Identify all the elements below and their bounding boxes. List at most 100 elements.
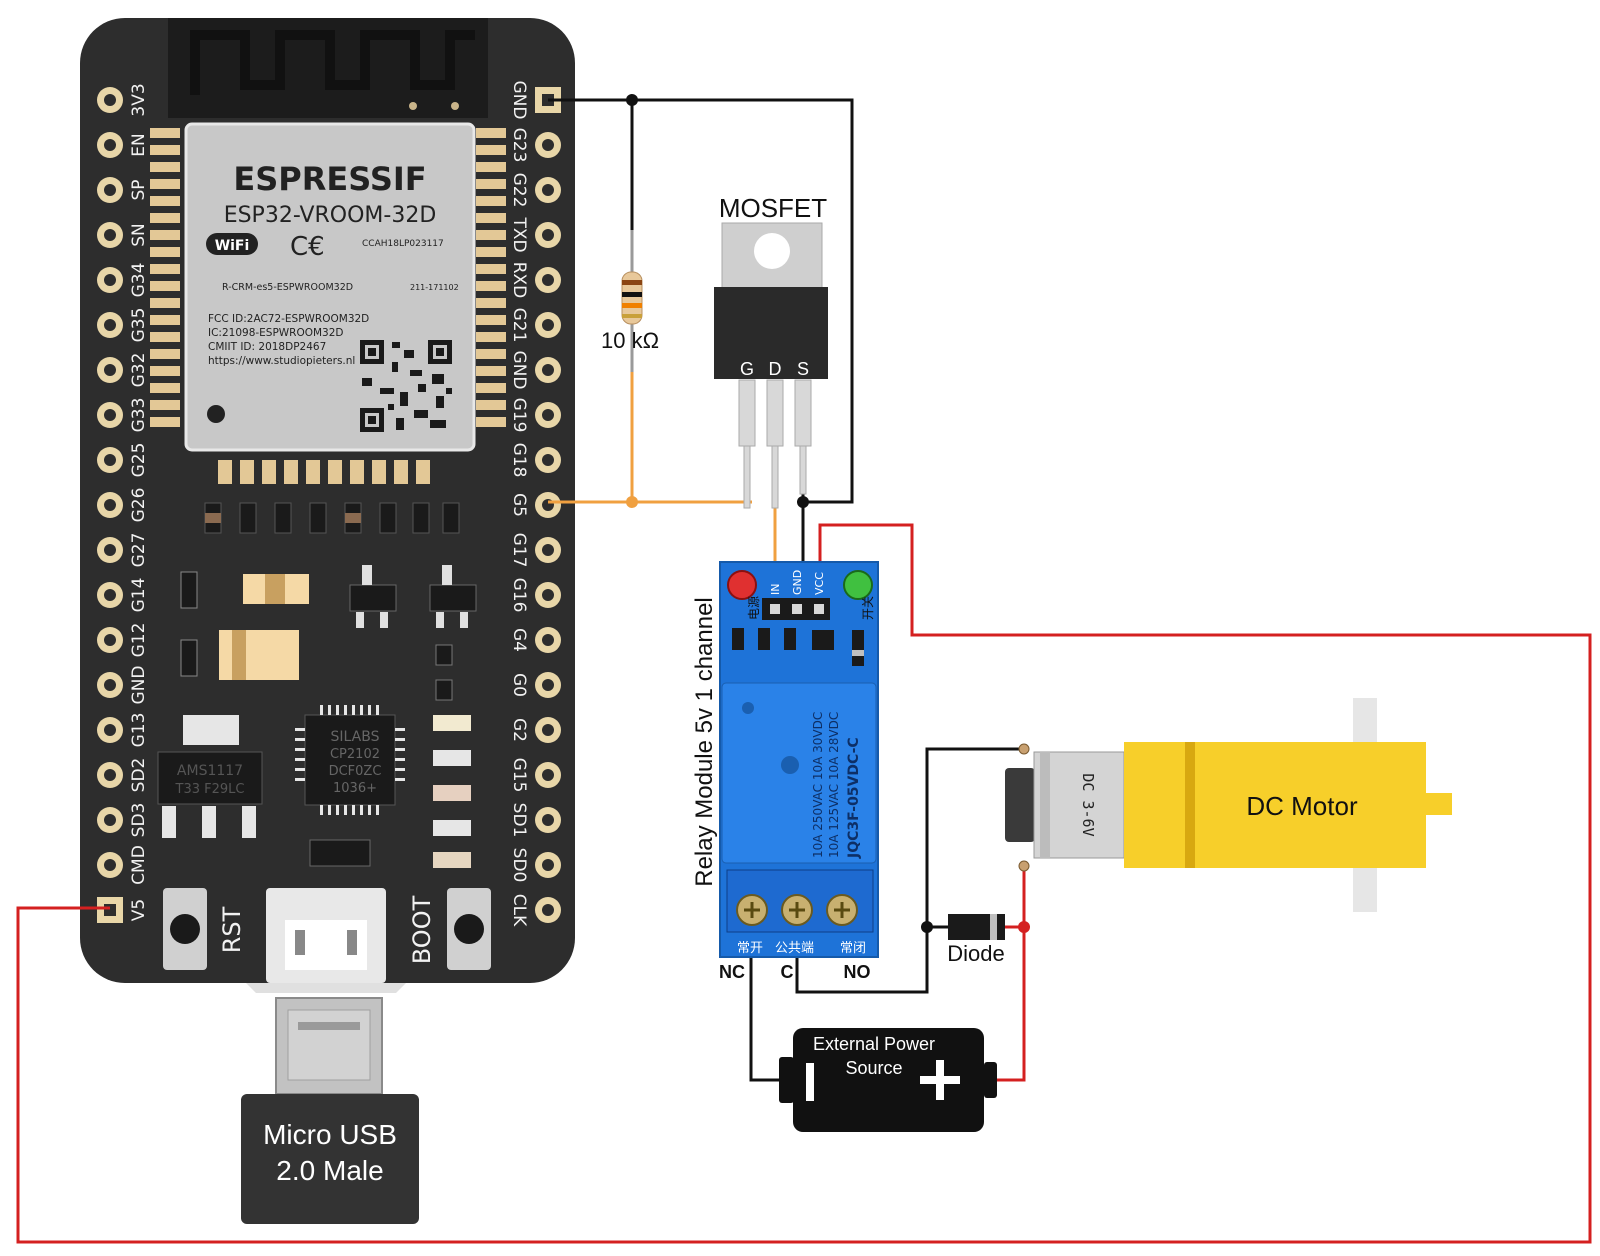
right-pin-g21[interactable] [535, 312, 561, 338]
left-pin-label: GND [129, 666, 149, 705]
right-pin-label: G19 [509, 398, 529, 433]
left-pin-v5[interactable] [97, 897, 123, 923]
right-pin-g19[interactable] [535, 402, 561, 428]
cert-code: CCAH18LP023117 [362, 239, 444, 249]
left-pin-cmd[interactable] [97, 852, 123, 878]
left-pin-3v3[interactable] [97, 87, 123, 113]
rcm-code: R-CRM-es5-ESPWROOM32D [222, 282, 353, 293]
right-pin-txd[interactable] [535, 222, 561, 248]
right-pin-label: G2 [509, 718, 529, 742]
left-pin-label: G14 [129, 578, 149, 613]
ce-mark: C€ [290, 232, 325, 262]
left-pin-label: G12 [129, 623, 149, 658]
right-pin-label: G4 [509, 628, 529, 652]
wire-relay-c-to-motor [795, 747, 1024, 994]
right-pin-g18[interactable] [535, 447, 561, 473]
relay-model: JQC3F-05VDC-C [846, 737, 862, 859]
ic-id: IC:21098-ESPWROOM32D [208, 327, 344, 339]
right-pin-sd1[interactable] [535, 807, 561, 833]
right-pin-label: GND [509, 81, 529, 120]
ldo-label: AMS1117 [177, 763, 243, 779]
resistor-10k: 10 kΩ [601, 230, 659, 372]
wire-motor-to-battery [996, 866, 1026, 1082]
right-pin-g15[interactable] [535, 762, 561, 788]
left-pin-g35[interactable] [97, 312, 123, 338]
left-pin-g32[interactable] [97, 357, 123, 383]
left-pin-label: G26 [129, 488, 149, 523]
relay-terminal-nc [736, 894, 768, 926]
relay-status-led [843, 570, 873, 600]
rst-label: RST [218, 906, 246, 953]
relay-spec2: 10A 125VAC 10A 28VDC [827, 712, 841, 858]
left-pin-label: SD2 [129, 758, 149, 793]
left-pin-label: V5 [129, 899, 149, 921]
left-pin-sn[interactable] [97, 222, 123, 248]
usb-chip-brand: SILABS [331, 729, 380, 745]
relay-pin-gnd: GND [791, 570, 804, 595]
left-pin-label: G35 [129, 308, 149, 343]
right-pin-clk[interactable] [535, 897, 561, 923]
right-pin-label: GND [509, 351, 529, 390]
relay-cn-power: 电源 [747, 596, 761, 620]
left-pin-g12[interactable] [97, 627, 123, 653]
left-pin-g34[interactable] [97, 267, 123, 293]
boot-button[interactable] [447, 888, 491, 970]
right-pin-g22[interactable] [535, 177, 561, 203]
right-pin-sd0[interactable] [535, 852, 561, 878]
right-pin-g23[interactable] [535, 132, 561, 158]
junction-dots [626, 94, 1030, 933]
left-pin-label: G13 [129, 713, 149, 748]
left-pin-gnd[interactable] [97, 672, 123, 698]
left-pin-label: 3V3 [129, 83, 149, 116]
relay-label-c: C [781, 962, 794, 982]
right-pin-g16[interactable] [535, 582, 561, 608]
left-pin-sd3[interactable] [97, 807, 123, 833]
cp2102-usb-chip: SILABS CP2102 DCF0ZC 1036+ [295, 705, 405, 815]
right-pin-label: SD0 [509, 848, 529, 883]
rst-button[interactable] [163, 888, 207, 970]
right-pin-gnd[interactable] [535, 357, 561, 383]
right-pin-g0[interactable] [535, 672, 561, 698]
left-pin-sd2[interactable] [97, 762, 123, 788]
usb-chip-model: CP2102 [330, 747, 380, 762]
left-pin-sp[interactable] [97, 177, 123, 203]
fcc-id: FCC ID:2AC72-ESPWROOM32D [208, 313, 369, 325]
right-pin-rxd[interactable] [535, 267, 561, 293]
right-pin-g2[interactable] [535, 717, 561, 743]
left-pin-label: CMD [129, 845, 149, 885]
usb-chip-code1: DCF0ZC [329, 764, 382, 779]
left-pin-g25[interactable] [97, 447, 123, 473]
resistor-label: 10 kΩ [601, 328, 659, 353]
left-pin-g13[interactable] [97, 717, 123, 743]
left-pin-g33[interactable] [97, 402, 123, 428]
left-pin-labels: 3V3ENSPSNG34G35G32G33G25G26G27G14G12GNDG… [129, 83, 149, 921]
left-pin-g27[interactable] [97, 537, 123, 563]
right-pin-label: RXD [509, 262, 529, 299]
usb-plug-label-line1: Micro USB [263, 1119, 397, 1150]
right-pin-label: TXD [509, 216, 529, 252]
mosfet-pin-d: D [769, 359, 782, 379]
left-pin-g14[interactable] [97, 582, 123, 608]
right-pin-label: G17 [509, 533, 529, 568]
left-pin-label: G32 [129, 353, 149, 388]
external-power-source: External Power Source [779, 1028, 997, 1132]
left-pin-g26[interactable] [97, 492, 123, 518]
esp32-board: ESPRESSIF ESP32-VROOM-32D WiFi C€ CCAH18… [80, 18, 575, 993]
cmiit-id: CMIIT ID: 2018DP2467 [208, 341, 326, 353]
telec-code: 211-171102 [410, 283, 459, 292]
mosfet-title: MOSFET [719, 193, 827, 223]
right-pin-label: G5 [509, 493, 529, 517]
module-url: https://www.studiopieters.nl [208, 355, 355, 367]
left-pin-en[interactable] [97, 132, 123, 158]
right-pin-label: G23 [509, 128, 529, 163]
battery-label-line1: External Power [813, 1034, 935, 1054]
right-pin-g5[interactable] [535, 492, 561, 518]
left-pin-label: G34 [129, 263, 149, 298]
relay-terminal-c [781, 894, 813, 926]
right-pin-g17[interactable] [535, 537, 561, 563]
right-pin-g4[interactable] [535, 627, 561, 653]
left-pin-label: SD3 [129, 803, 149, 838]
mosfet-pin-g: G [740, 359, 754, 379]
relay-pin-in: IN [769, 584, 782, 595]
